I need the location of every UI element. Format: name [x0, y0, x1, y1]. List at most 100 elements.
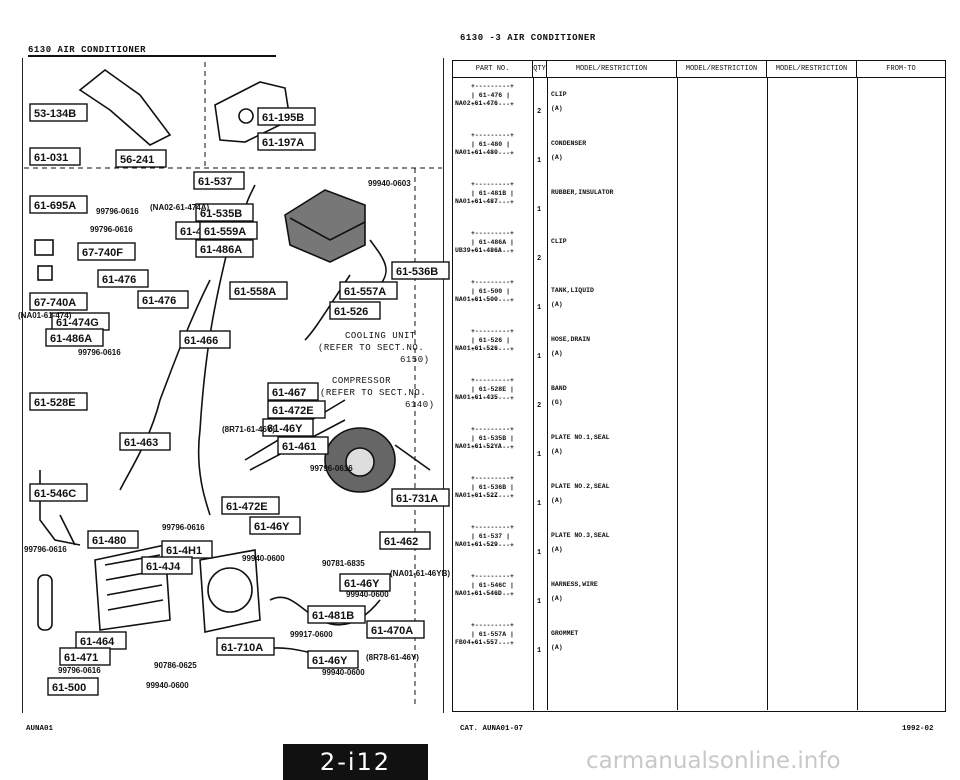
table-row: +---------+ | 61-500 | +---------+NA01-6… [453, 274, 945, 323]
svg-text:61-471: 61-471 [64, 652, 98, 664]
callout-61-46y: 61-46Y [249, 516, 301, 535]
parts-table: PART NO. QTY MODEL/RESTRICTION MODEL/RES… [452, 60, 946, 712]
part-description: CLIP(A) [551, 88, 567, 116]
header-from-to: FROM-TO [886, 65, 916, 73]
part-number: NA01-61-435 [455, 394, 498, 401]
callout-61-558a: 61-558A [229, 281, 288, 300]
part-number: NA01-61-526 [455, 345, 498, 352]
part-description: BAND(G) [551, 382, 567, 410]
compressor-note-line3: 6140) [405, 400, 435, 410]
callout-61-486a: 61-486A [45, 328, 104, 347]
part-number: NA01-61-52YA [455, 443, 502, 450]
part-number-label: (NA01-61-474) [18, 311, 72, 320]
callout-61-500: 61-500 [47, 677, 99, 696]
svg-text:56-241: 56-241 [120, 154, 154, 166]
column-divider [547, 78, 548, 710]
quantity: 1 [537, 647, 542, 655]
callout-61-476: 61-476 [137, 290, 189, 309]
table-body: +---------+ | 61-476 | +---------+NA02-6… [453, 78, 945, 710]
svg-text:61-467: 61-467 [272, 387, 306, 399]
svg-text:61-474G: 61-474G [56, 317, 99, 329]
part-ref-box: +---------+ | 61-481B | +---------+ [471, 181, 514, 206]
svg-text:61-486A: 61-486A [200, 244, 242, 256]
callout-labels: 53-134B 61-031 56-241 61-195B 61-197A 61-537 6… [29, 103, 450, 696]
callout-61-481b: 61-481B [307, 605, 366, 624]
table-row: +---------+ | 61-537 | +---------+NA01-6… [453, 519, 945, 568]
svg-text:61-476: 61-476 [102, 274, 136, 286]
svg-text:61-500: 61-500 [52, 682, 86, 694]
part-description: HARNESS,WIRE(A) [551, 578, 598, 606]
table-row: +---------+ | 61-536B | +---------+NA01-… [453, 470, 945, 519]
svg-text:67-740F: 67-740F [82, 247, 123, 259]
part-description: GROMMET(A) [551, 627, 578, 655]
column-divider [857, 78, 858, 710]
page-number-badge: 2-i12 [283, 744, 428, 780]
part-number-label: 99796-0616 [96, 207, 139, 216]
part-restriction-code: (A) [551, 350, 563, 357]
part-number-label: 90781-6835 [322, 559, 365, 568]
callout-61-464: 61-464 [75, 631, 127, 650]
part-description: TANK,LIQUID(A) [551, 284, 594, 312]
callout-61-463: 61-463 [119, 432, 171, 451]
part-description: HOSE,DRAIN(A) [551, 333, 590, 361]
svg-text:61-195B: 61-195B [262, 112, 304, 124]
part-description: RUBBER,INSULATOR [551, 189, 614, 196]
callout-56-241: 56-241 [115, 149, 167, 168]
column-divider [533, 78, 534, 710]
part-description: PLATE NO.3,SEAL(A) [551, 529, 610, 557]
table-row: +---------+ | 61-528E | +---------+NA01-… [453, 372, 945, 421]
svg-text:61-031: 61-031 [34, 152, 68, 164]
watermark: carmanualsonline.info [586, 748, 841, 774]
svg-text:61-470A: 61-470A [371, 625, 413, 637]
callout-67-740a: 67-740A [29, 292, 88, 311]
svg-text:61-537: 61-537 [198, 176, 232, 188]
column-divider [767, 78, 768, 710]
svg-text:61-4J4: 61-4J4 [146, 561, 181, 573]
callout-61-474g: 61-474G [51, 312, 110, 331]
callout-61-46y: 61-46Y [339, 573, 391, 592]
callout-61-467: 61-467 [267, 382, 319, 401]
svg-text:61-481B: 61-481B [312, 610, 354, 622]
svg-text:61-695A: 61-695A [34, 200, 76, 212]
svg-text:61-46Y: 61-46Y [254, 521, 290, 533]
callout-61-486a: 61-486A [195, 239, 254, 258]
cooling-unit-note-line3: 6150) [400, 355, 430, 365]
quantity: 1 [537, 500, 542, 508]
callout-61-46y: 61-46Y [307, 650, 359, 669]
quantity: 1 [537, 549, 542, 557]
callout-67-740f: 67-740F [77, 242, 136, 261]
svg-text:53-134B: 53-134B [34, 108, 76, 120]
part-number-label: 99940-0603 [368, 179, 411, 188]
quantity: 2 [537, 255, 542, 263]
svg-text:61-461: 61-461 [282, 441, 316, 453]
part-number-label: 99796-0616 [78, 348, 121, 357]
part-restriction-code: (A) [551, 644, 563, 651]
svg-text:61-558A: 61-558A [234, 286, 276, 298]
part-ref-box: +---------+ | 61-528E | +---------+ [471, 377, 514, 402]
part-number-label: (8R78-61-46Y) [366, 653, 419, 662]
svg-text:61-472E: 61-472E [272, 405, 314, 417]
part-number: UB39-61-486A [455, 247, 502, 254]
callout-61-535b: 61-535B [195, 203, 254, 222]
callout-61-195b: 61-195B [257, 107, 316, 126]
callout-61-4h1: 61-4H1 [161, 540, 213, 559]
callout-61-695a: 61-695A [29, 195, 88, 214]
callout-61-526: 61-526 [329, 301, 381, 320]
schematic-parts [34, 68, 431, 656]
svg-text:61-197A: 61-197A [262, 137, 304, 149]
cooling-unit-note-line2: (REFER TO SECT.NO. [318, 343, 424, 353]
callout-61-731a: 61-731A [391, 488, 450, 507]
quantity: 1 [537, 206, 542, 214]
callout-61-46y: 61-46Y [262, 418, 314, 437]
page-header-left: 6130 AIR CONDITIONER [28, 45, 277, 57]
part-number-label: (NA01-61-46YB) [390, 569, 450, 578]
svg-text:61-480: 61-480 [92, 535, 126, 547]
part-ref-box: +---------+ | 61-476 | +---------+ [471, 83, 514, 108]
part-restriction-code: (A) [551, 595, 563, 602]
part-number-label: 99940-0600 [146, 681, 189, 690]
callout-61-472e: 61-472E [267, 400, 326, 419]
callout-61-466: 61-466 [179, 330, 231, 349]
compressor-note-line2: (REFER TO SECT.NO. [320, 388, 426, 398]
callout-53-134b: 53-134B [29, 103, 88, 122]
svg-text:67-740A: 67-740A [34, 297, 76, 309]
